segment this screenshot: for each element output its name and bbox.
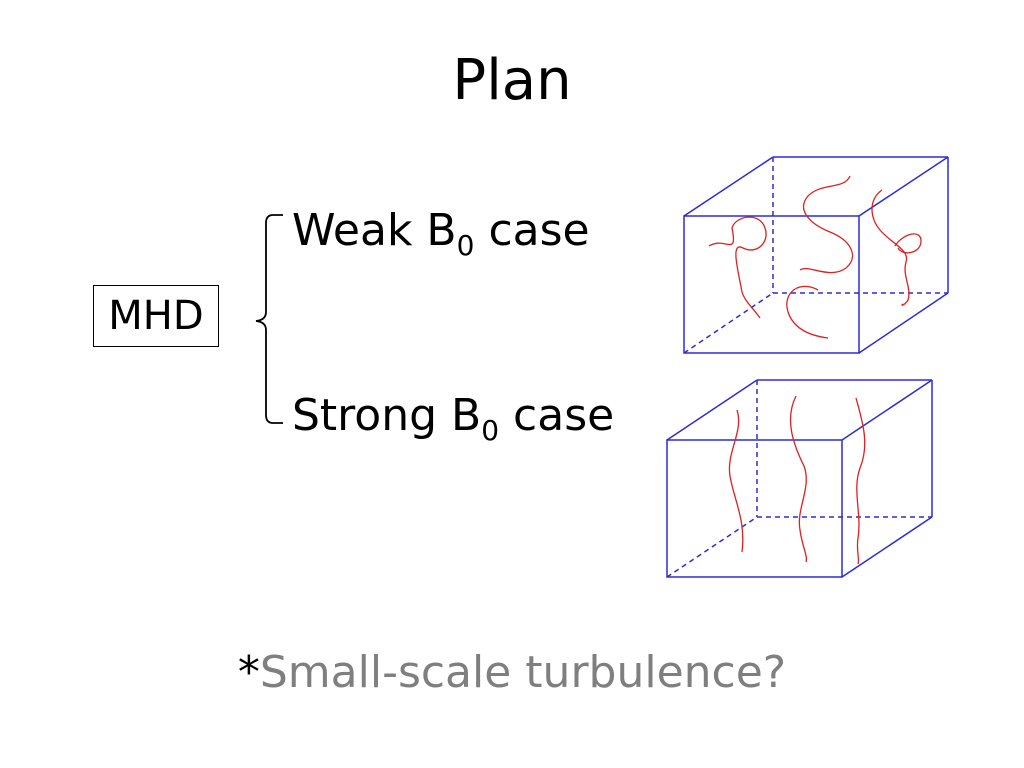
footnote-text: Small-scale turbulence?: [259, 647, 787, 698]
footnote-marker: *: [237, 647, 260, 698]
slide-title: Plan: [452, 48, 572, 113]
weak-field-cube: [683, 156, 949, 354]
strong-case-prefix: Strong B: [292, 390, 482, 441]
weak-case-prefix: Weak B: [292, 205, 457, 256]
curly-brace: [255, 214, 283, 424]
weak-case-suffix: case: [474, 205, 590, 256]
weak-case-subscript: 0: [456, 229, 475, 262]
footnote: *Small-scale turbulence?: [0, 643, 1024, 703]
strong-b0-case-label: Strong B0 case: [292, 388, 615, 447]
mhd-box: MHD: [93, 285, 219, 347]
weak-b0-case-label: Weak B0 case: [292, 203, 590, 262]
strong-case-subscript: 0: [481, 414, 500, 447]
strong-field-cube: [666, 379, 933, 578]
strong-case-suffix: case: [499, 390, 615, 441]
